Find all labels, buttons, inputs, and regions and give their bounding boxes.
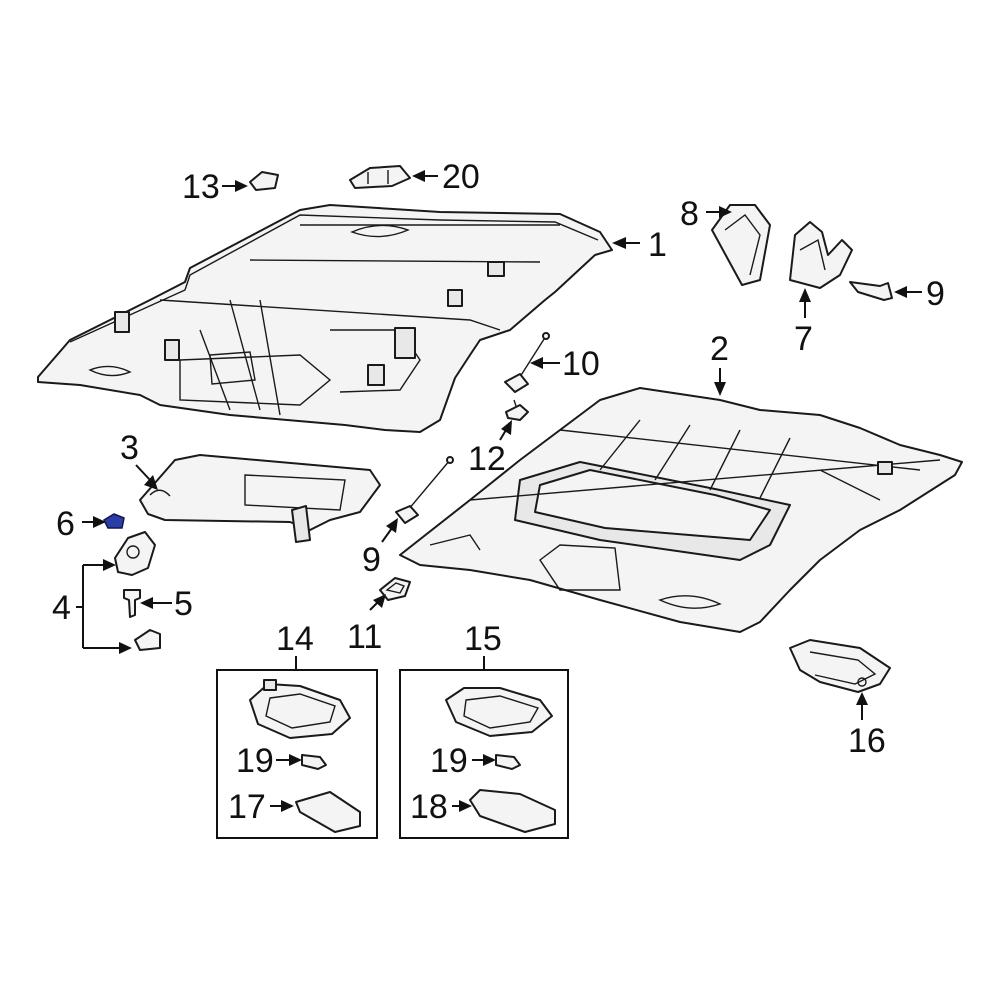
callout-9-lower: 9 <box>362 541 381 579</box>
callout-17: 17 <box>228 788 266 826</box>
callout-14: 14 <box>276 620 314 658</box>
callout-8: 8 <box>680 195 699 233</box>
callout-1: 1 <box>648 226 667 264</box>
callout-19-right: 19 <box>430 742 468 780</box>
callout-12: 12 <box>468 440 506 478</box>
mounting-screw[interactable] <box>123 589 141 618</box>
callout-15: 15 <box>464 620 502 658</box>
callout-13: 13 <box>182 168 220 206</box>
callout-10: 10 <box>562 345 600 383</box>
callout-9-upper: 9 <box>926 275 945 313</box>
grab-handle-strap[interactable] <box>504 332 550 393</box>
callout-2: 2 <box>710 330 729 368</box>
callout-19-left: 19 <box>236 742 274 780</box>
callout-18: 18 <box>410 788 448 826</box>
callout-16: 16 <box>848 722 886 760</box>
grab-handle-bracket[interactable] <box>789 221 853 289</box>
lens-17[interactable] <box>295 791 361 833</box>
bulb-14[interactable] <box>301 754 327 770</box>
garage-opener-bezel[interactable] <box>349 165 411 189</box>
callout-5: 5 <box>174 585 193 623</box>
retainer-clip[interactable] <box>505 399 529 421</box>
light-bezel[interactable] <box>379 577 411 601</box>
bulb-15[interactable] <box>495 754 521 770</box>
visor-mount-bracket[interactable] <box>114 531 156 576</box>
callout-11: 11 <box>347 618 382 656</box>
sun-visor[interactable] <box>139 454 381 543</box>
callout-6: 6 <box>56 505 75 543</box>
handle-cover[interactable] <box>711 204 771 286</box>
headliner-rear[interactable] <box>399 387 963 633</box>
map-lamp-assembly-15[interactable] <box>445 687 553 737</box>
callout-3: 3 <box>120 429 139 467</box>
callout-4: 4 <box>52 589 71 627</box>
callout-labels: 1 2 3 4 5 6 7 8 9 9 10 11 12 13 14 15 16… <box>52 158 945 826</box>
callout-7: 7 <box>794 320 813 358</box>
visor-clip-lower[interactable] <box>134 629 161 651</box>
visor-clip-highlighted[interactable] <box>103 513 125 529</box>
trim-clip[interactable] <box>249 171 279 191</box>
grab-handle-strap-lower[interactable] <box>395 456 454 524</box>
map-lamp-assembly-14[interactable] <box>249 679 351 739</box>
headliner-front[interactable] <box>37 204 613 433</box>
push-pin-fastener-upper[interactable] <box>849 281 893 301</box>
leader-lines <box>76 170 922 812</box>
dome-lamp[interactable] <box>789 639 891 693</box>
lens-18[interactable] <box>469 789 556 833</box>
callout-20: 20 <box>442 158 480 196</box>
